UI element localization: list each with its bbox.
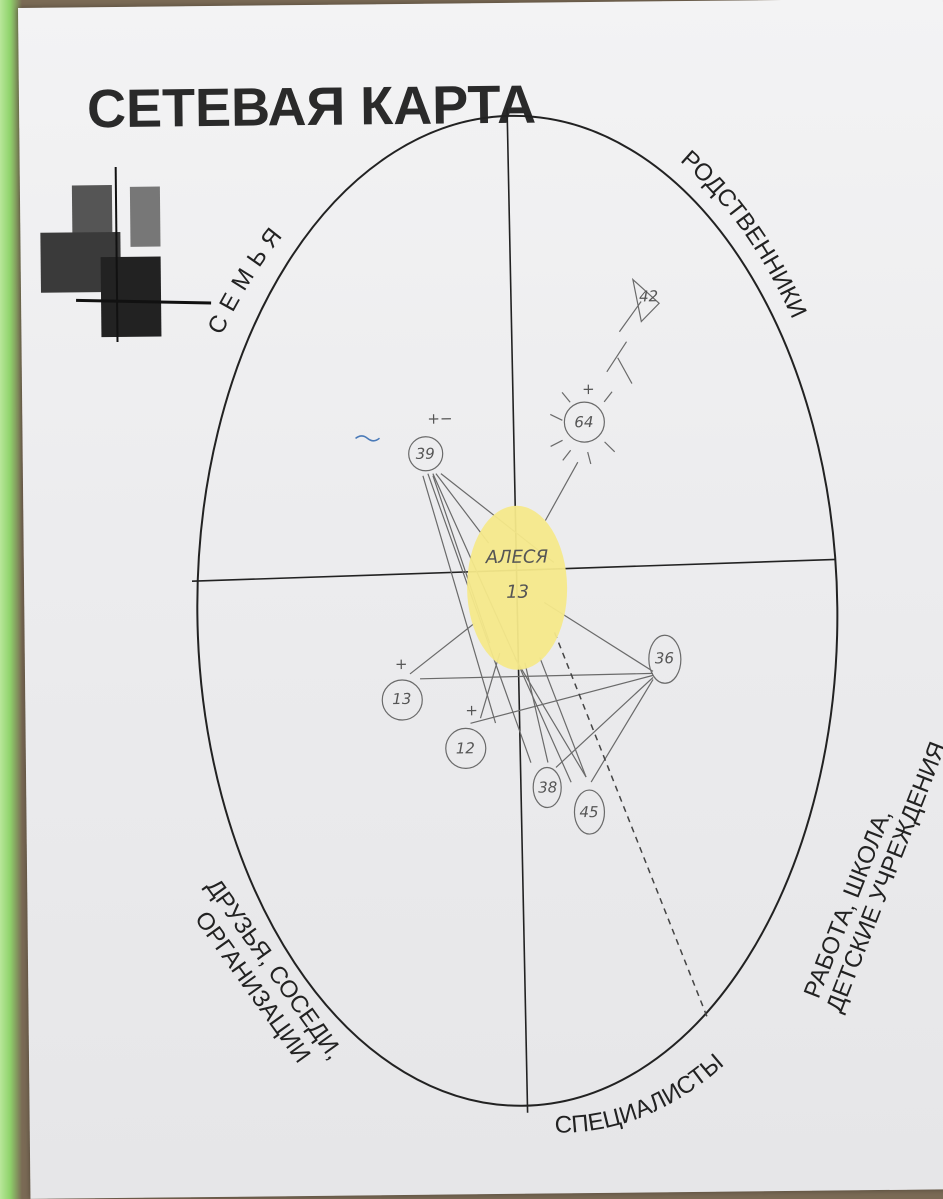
paper-sheet: СЕТЕВАЯ КАРТА СЕМЬЯ РОДСТВЕННИКИ СПЕЦИАЛ…	[18, 0, 943, 1199]
svg-text:+: +	[395, 655, 408, 673]
node-39: 39 +−	[408, 409, 453, 470]
sector-label-specialists: СПЕЦИАЛИСТЫ	[554, 1048, 730, 1138]
svg-text:+: +	[582, 380, 595, 398]
node-45: 45	[574, 790, 604, 834]
sector-label-relatives: РОДСТВЕННИКИ	[675, 144, 811, 323]
svg-text:13: 13	[392, 690, 411, 708]
svg-text:64: 64	[574, 413, 593, 431]
node-12: 12 +	[445, 701, 486, 768]
svg-text:38: 38	[538, 778, 557, 796]
node-64: 64 +	[564, 380, 605, 442]
svg-text:12: 12	[456, 739, 475, 757]
sector-label-work: РАБОТА, ШКОЛА, ДЕТСКИЕ УЧРЕЖДЕНИЯ	[797, 729, 943, 1016]
node-42: 42	[633, 279, 659, 321]
svg-text:42: 42	[639, 287, 658, 305]
page-title: СЕТЕВАЯ КАРТА	[87, 75, 537, 140]
center-name: АЛЕСЯ	[485, 546, 549, 568]
svg-text:ДЕТСКИЕ УЧРЕЖДЕНИЯ: ДЕТСКИЕ УЧРЕЖДЕНИЯ	[821, 738, 943, 1016]
node-38: 38	[533, 767, 561, 807]
svg-text:45: 45	[579, 803, 598, 821]
node-36: 36	[649, 635, 682, 683]
svg-text:39: 39	[416, 445, 435, 463]
svg-text:+−: +−	[427, 409, 452, 427]
network-map-diagram: СЕТЕВАЯ КАРТА СЕМЬЯ РОДСТВЕННИКИ СПЕЦИАЛ…	[18, 0, 943, 1199]
node-13: 13 +	[382, 655, 423, 720]
center-age: 13	[506, 582, 529, 603]
svg-text:36: 36	[655, 649, 674, 667]
center-person: АЛЕСЯ 13	[466, 505, 568, 670]
wave-mark	[356, 436, 380, 441]
svg-text:+: +	[465, 701, 478, 719]
logo-graphic	[40, 166, 212, 343]
